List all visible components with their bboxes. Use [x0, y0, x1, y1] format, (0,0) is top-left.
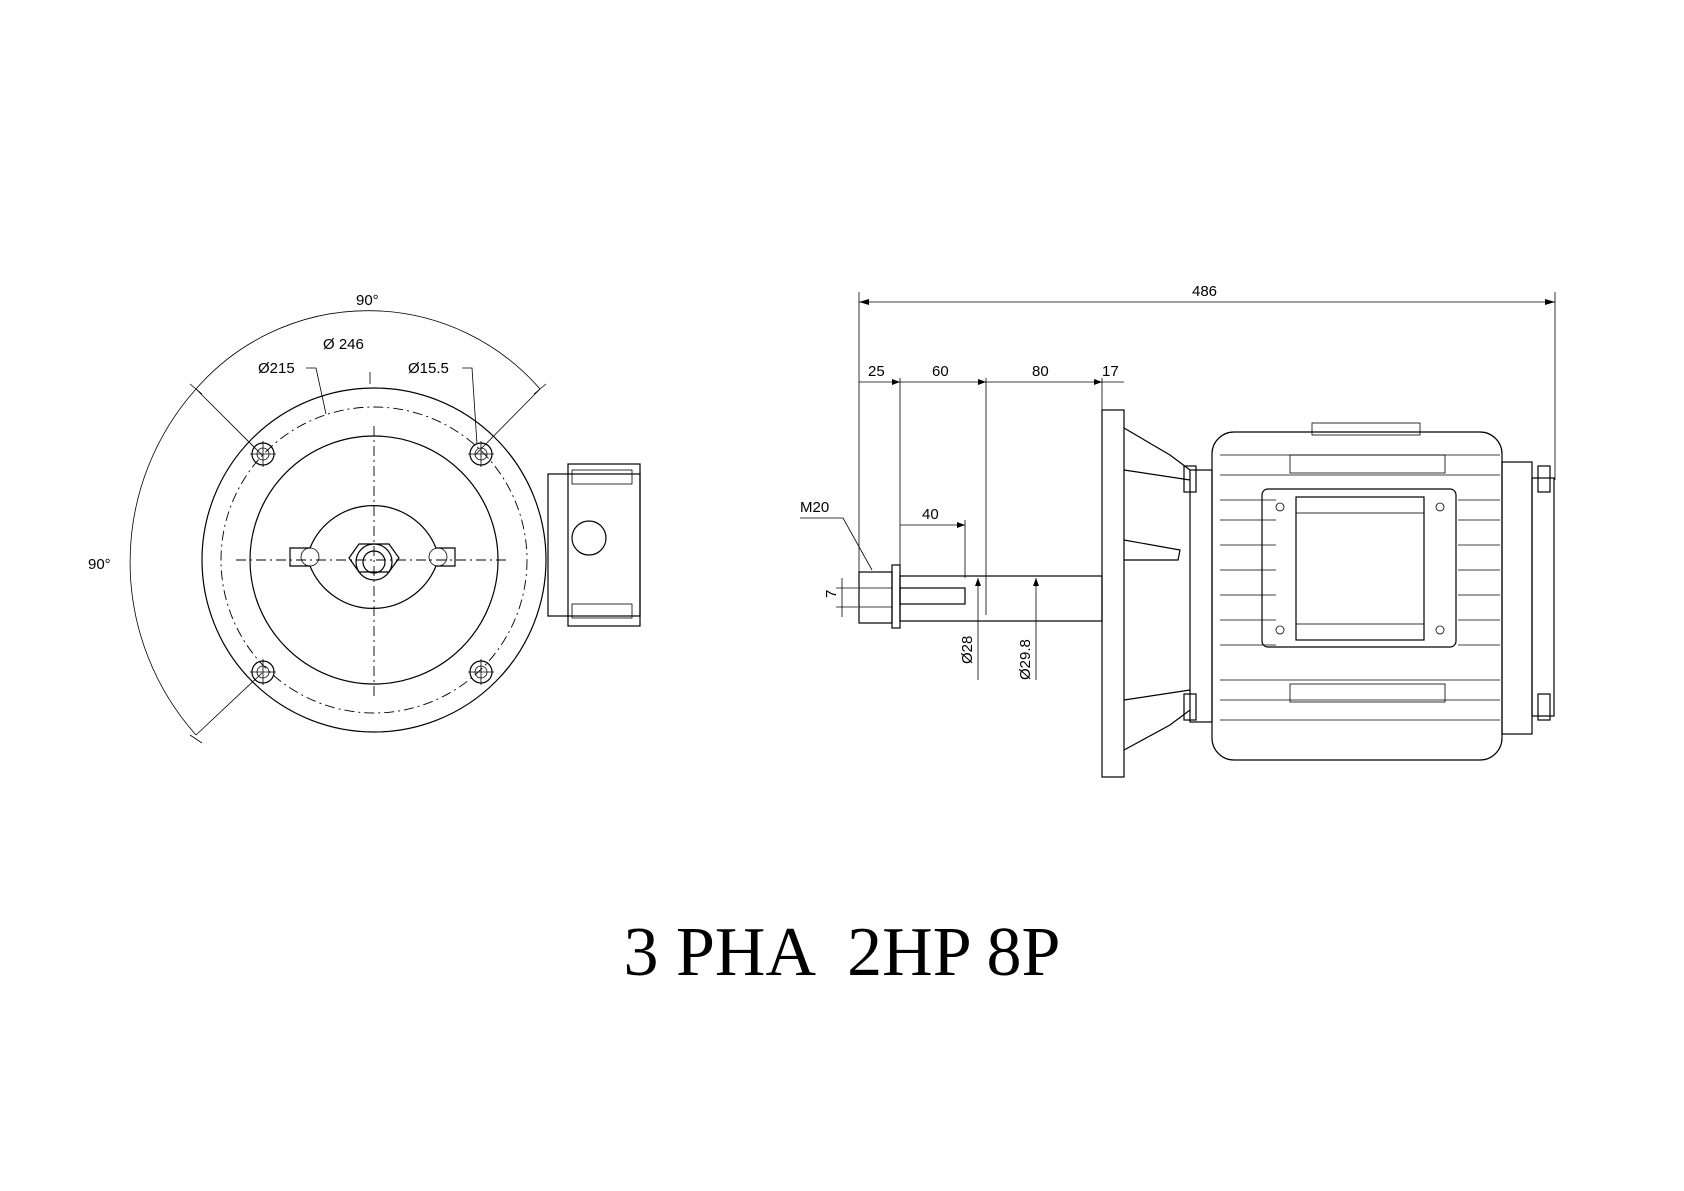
side-view: 486 25 60 80 17 40 M20 7 Ø28 Ø29.8 — [800, 283, 1556, 778]
angle-arc-left — [129, 388, 197, 736]
mount-hole-bl — [250, 659, 276, 685]
front-view: 90° 90° Ø 246 Ø215 Ø15.5 — [88, 292, 641, 744]
motor-body — [1189, 422, 1555, 761]
key-length-label: 40 — [922, 506, 939, 523]
angle-arc-top — [195, 310, 541, 390]
angle-left-label: 90° — [88, 556, 111, 573]
mount-hole-tr — [468, 441, 494, 467]
shaft-key — [899, 587, 966, 605]
flange-plate — [1101, 409, 1125, 778]
key-width-label: 7 — [823, 590, 840, 598]
mount-hole-br — [468, 659, 494, 685]
drawing-title: 3 PHA 2HP 8P — [623, 914, 1061, 991]
terminal-box-front — [547, 463, 641, 627]
dim-c-label: 80 — [1032, 363, 1049, 380]
overall-length-label: 486 — [1192, 283, 1217, 300]
dia-outer-label: Ø 246 — [323, 336, 364, 353]
dia-hole-label: Ø15.5 — [408, 360, 449, 377]
pcd-circle — [220, 406, 528, 714]
dia-shaft-label: Ø28 — [959, 636, 976, 664]
thread-stub — [858, 571, 893, 624]
dim-d-label: 17 — [1102, 363, 1119, 380]
terminal-box-side — [1261, 488, 1457, 648]
dia-pcd-label: Ø215 — [258, 360, 295, 377]
angle-top-label: 90° — [356, 292, 379, 309]
flange-outer — [201, 387, 547, 733]
mount-hole-tl — [250, 441, 276, 467]
thread-label: M20 — [800, 499, 829, 516]
dim-a-label: 25 — [868, 363, 885, 380]
shaft-boss — [289, 504, 456, 610]
dim-b-label: 60 — [932, 363, 949, 380]
dia-shoulder-label: Ø29.8 — [1017, 639, 1034, 680]
shaft — [899, 575, 1103, 622]
